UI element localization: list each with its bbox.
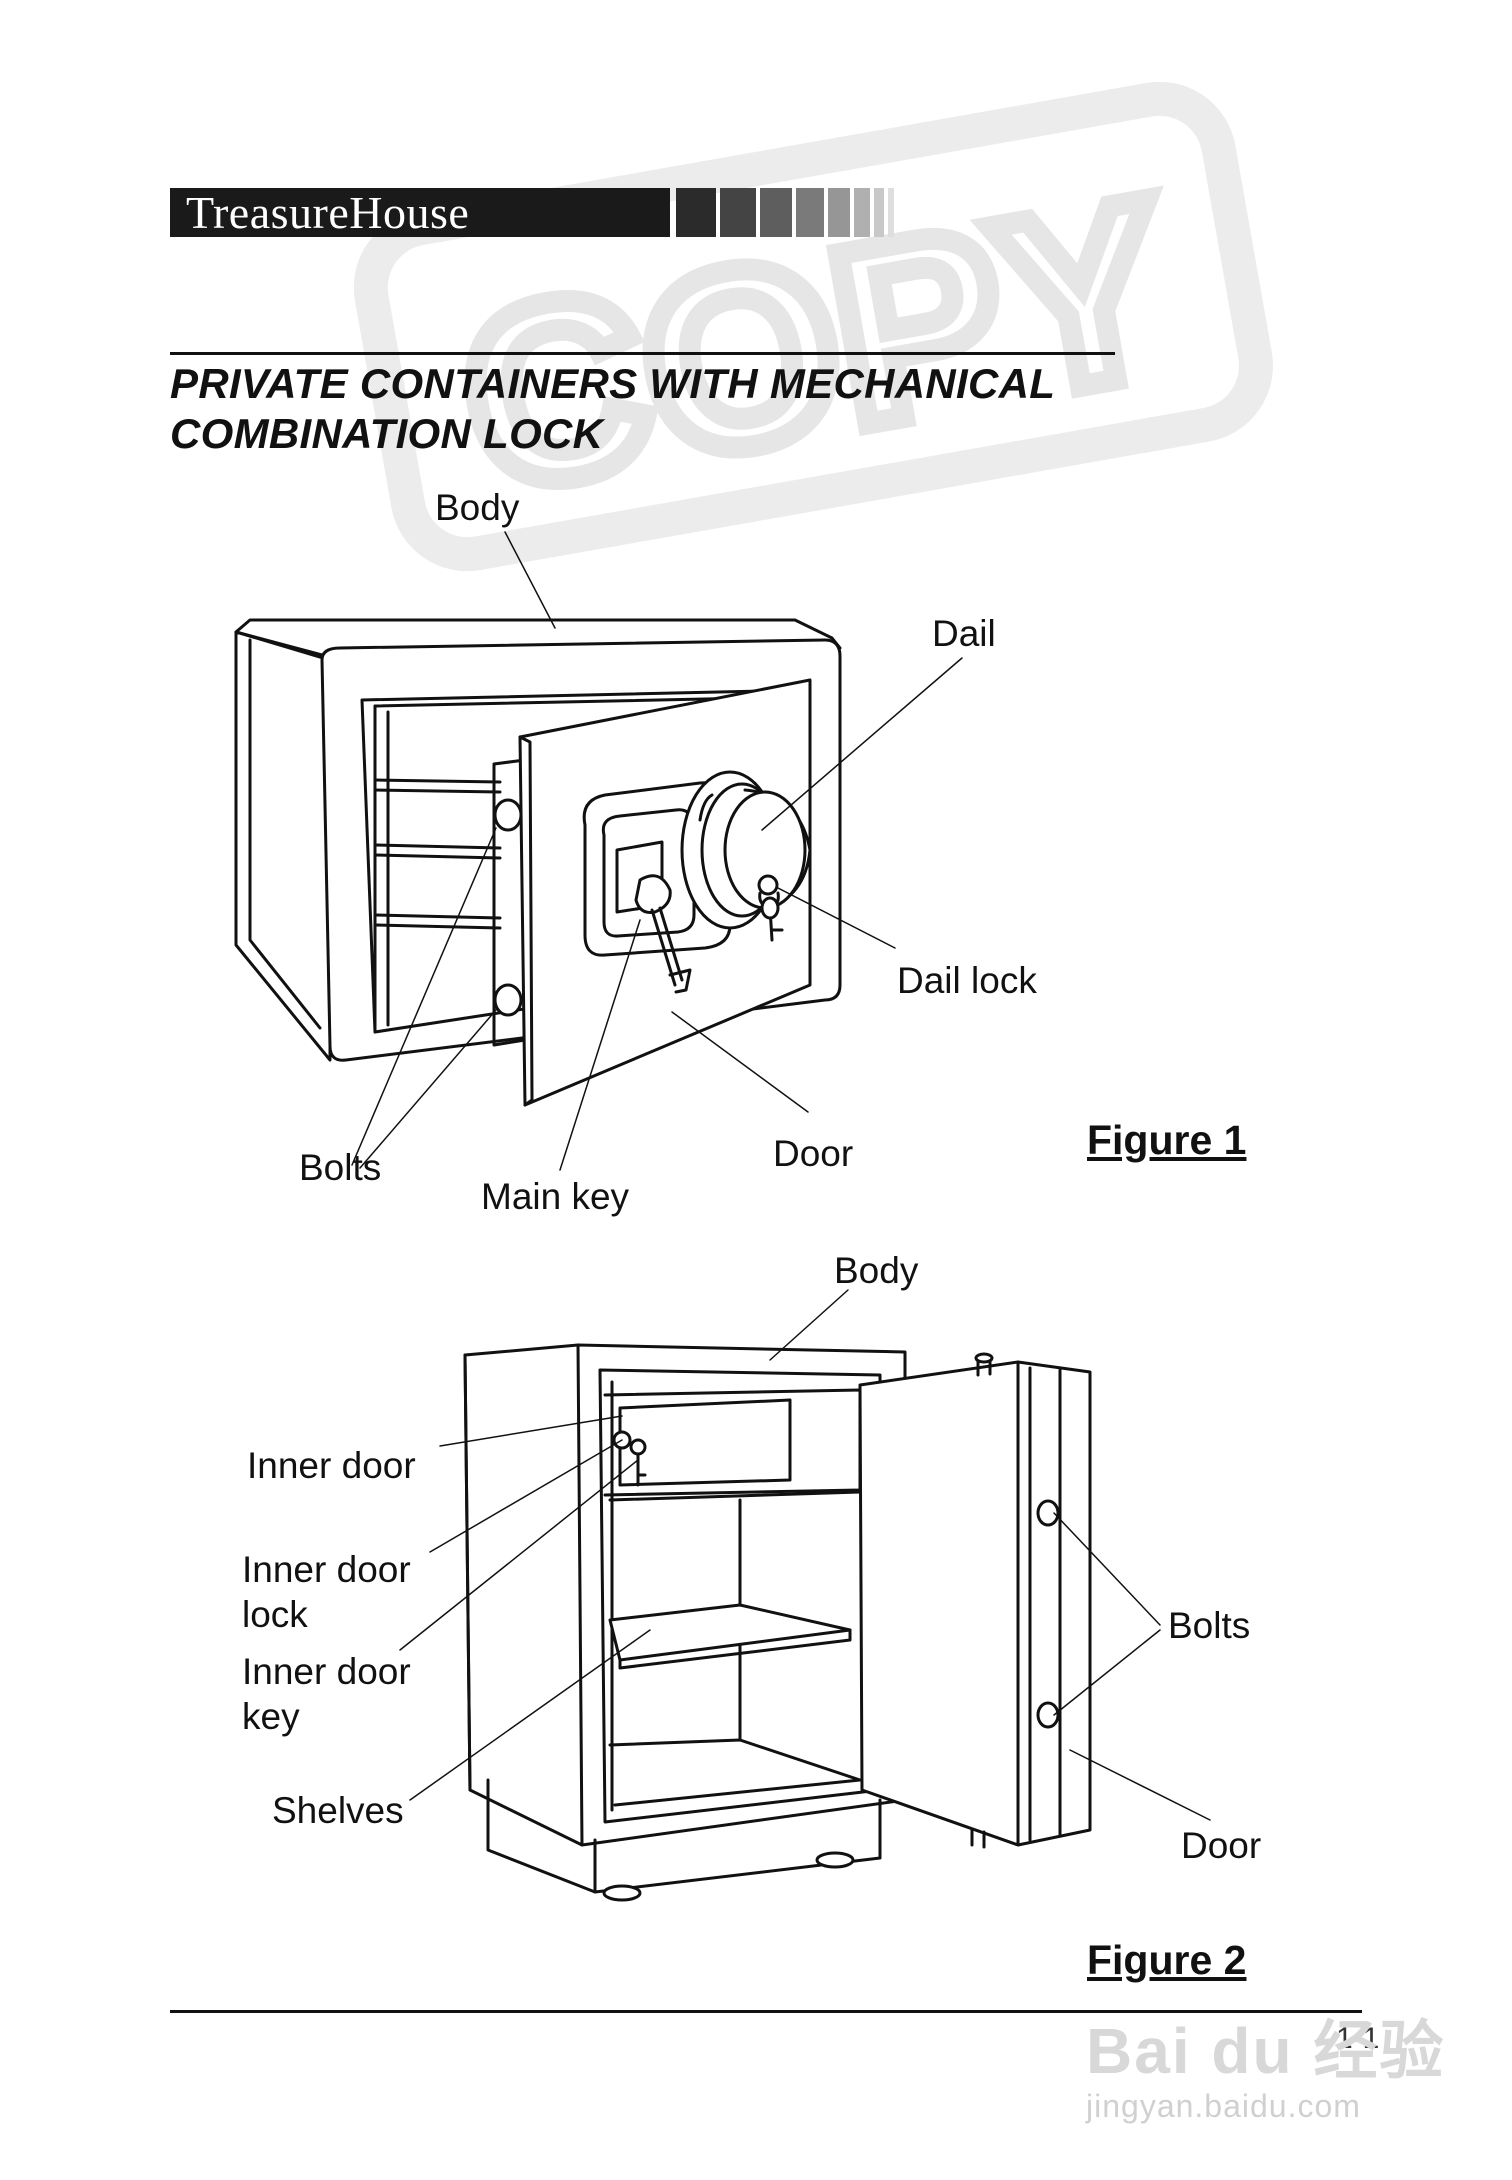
figure-1-caption: Figure 1 [1087, 1117, 1247, 1163]
figure2-label-shelves: Shelves [272, 1790, 404, 1831]
figure2-label-body: Body [834, 1250, 919, 1291]
page-number: 1-1 [1336, 2022, 1380, 2055]
brand-bar [170, 188, 670, 237]
figure-2-caption: Figure 2 [1087, 1937, 1247, 1983]
figure2-label-door: Door [1181, 1825, 1262, 1866]
figure1-label-body: Body [435, 487, 520, 528]
figure2-label-inner-door-key-1: Inner door [242, 1651, 411, 1692]
figure2-label-inner-door-lock-1: Inner door [242, 1549, 411, 1590]
figure1-label-bolts: Bolts [299, 1147, 382, 1188]
figure1-label-dail-lock: Dail lock [897, 960, 1037, 1001]
figure-2-cabinet-drawing [399, 1289, 1211, 1902]
page-title-line-2: COMBINATION LOCK [170, 410, 604, 457]
figure1-label-dail: Dail [932, 613, 996, 654]
figure1-label-door: Door [773, 1133, 854, 1174]
baidu-watermark-url: jingyan.baidu.com [1086, 2088, 1361, 2124]
figure2-label-bolts: Bolts [1168, 1605, 1251, 1646]
figure2-label-inner-door-key-2: key [242, 1696, 300, 1737]
figure2-label-inner-door-lock-2: lock [242, 1594, 308, 1635]
page-title-line-1: PRIVATE CONTAINERS WITH MECHANICAL [170, 360, 1056, 407]
baidu-watermark-brand: Bai du 经验 [1086, 2015, 1446, 2087]
figure2-label-inner-door: Inner door [247, 1445, 416, 1486]
baidu-watermark: Bai du 经验 jingyan.baidu.com [1086, 2000, 1445, 2125]
figure-1-safe-drawing [234, 531, 963, 1171]
brand-logo: TreasureHouse [186, 187, 470, 238]
figure1-label-main-key: Main key [481, 1176, 630, 1217]
footer-rule [170, 2010, 1362, 2013]
title-rule [170, 352, 1115, 355]
